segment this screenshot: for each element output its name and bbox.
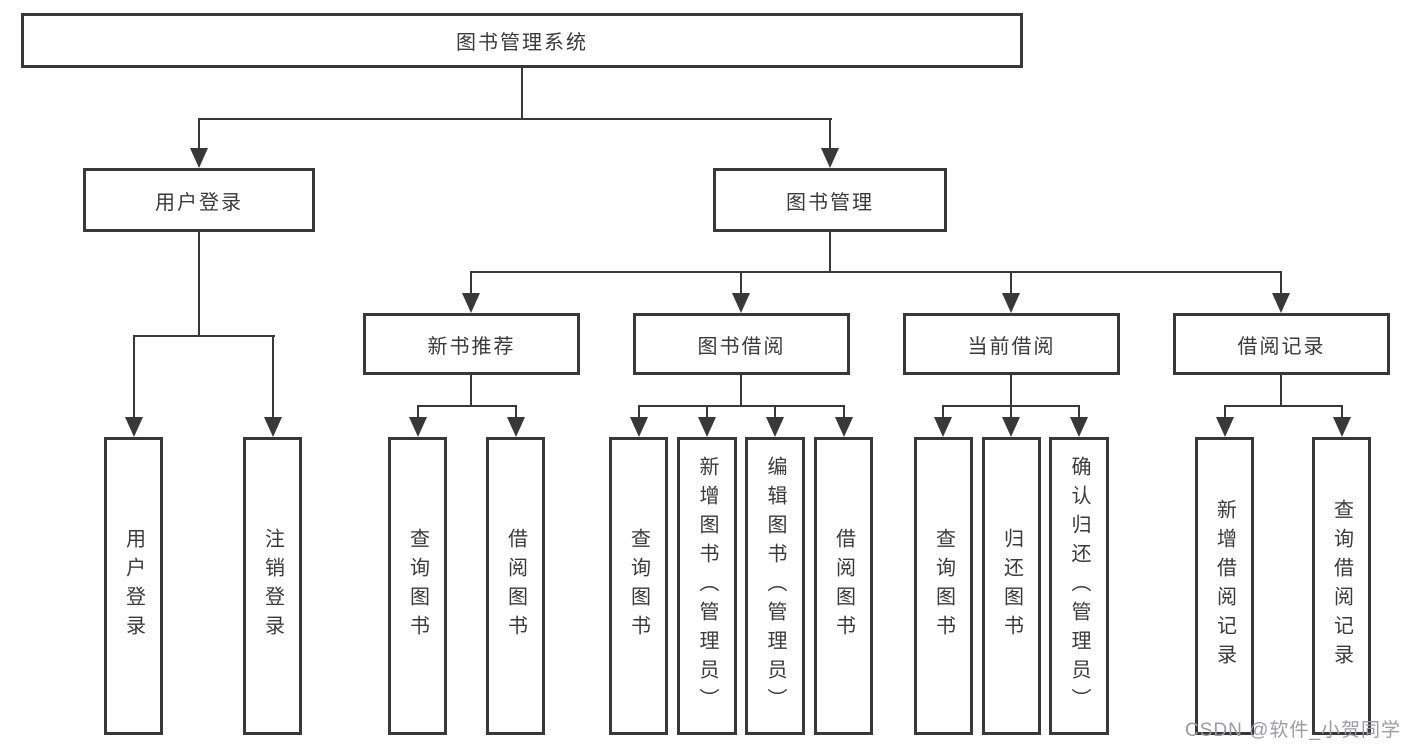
leaf-query-books-borrowing: 查询图书 xyxy=(609,437,668,735)
arrow-down-icon xyxy=(125,417,143,437)
arrow-down-icon xyxy=(1333,417,1351,437)
connector-line xyxy=(1341,406,1343,420)
node-label: 借阅记录 xyxy=(1237,335,1326,358)
connector-line xyxy=(638,405,845,407)
watermark: CSDN @软件_小贺同学 xyxy=(1185,720,1401,741)
connector-line xyxy=(1224,406,1226,420)
node-new-book-recommendation: 新书推荐 xyxy=(363,313,580,375)
leaf-user-login: 用户登录 xyxy=(104,437,163,735)
connector-line xyxy=(1224,405,1343,407)
node-label: 当前借阅 xyxy=(967,335,1056,358)
leaf-query-books-recommend: 查询图书 xyxy=(388,437,447,735)
arrow-down-icon xyxy=(507,417,525,437)
node-label: 查询图书 xyxy=(932,528,955,644)
connector-line xyxy=(133,335,275,337)
connector-line xyxy=(521,67,523,120)
node-label: 查询借阅记录 xyxy=(1330,499,1353,673)
node-label: 用户登录 xyxy=(155,191,243,214)
leaf-borrow-books: 借阅图书 xyxy=(814,437,873,735)
connector-line xyxy=(829,232,831,273)
arrow-down-icon xyxy=(1070,417,1088,437)
arrow-down-icon xyxy=(934,417,952,437)
connector-line xyxy=(740,375,742,407)
node-label: 新增借阅记录 xyxy=(1213,499,1236,673)
connector-line xyxy=(470,272,472,296)
node-label: 查询图书 xyxy=(627,528,650,644)
node-library-management-system: 图书管理系统 xyxy=(21,13,1023,68)
connector-line xyxy=(1280,375,1282,407)
connector-line xyxy=(470,271,1282,273)
connector-line xyxy=(740,272,742,296)
leaf-add-books-admin: 新增图书（管理员） xyxy=(677,437,737,735)
arrow-down-icon xyxy=(766,417,784,437)
node-label: 图书管理 xyxy=(786,191,874,214)
node-label: 借阅图书 xyxy=(504,528,527,644)
node-user-login: 用户登录 xyxy=(83,168,315,232)
connector-line xyxy=(1280,272,1282,296)
arrow-down-icon xyxy=(409,417,427,437)
arrow-down-icon xyxy=(630,417,648,437)
node-book-borrowing: 图书借阅 xyxy=(633,313,850,375)
connector-line xyxy=(942,405,1080,407)
connector-line xyxy=(843,406,845,420)
connector-line xyxy=(417,405,517,407)
leaf-return-books: 归还图书 xyxy=(982,437,1041,735)
node-label: 图书借阅 xyxy=(697,335,786,358)
arrow-down-icon xyxy=(1002,293,1020,313)
arrow-down-icon xyxy=(821,148,839,168)
node-label: 新书推荐 xyxy=(427,335,516,358)
arrow-down-icon xyxy=(264,417,282,437)
leaf-edit-books-admin: 编辑图书（管理员） xyxy=(745,437,805,735)
connector-line xyxy=(198,119,200,151)
connector-line xyxy=(417,406,419,420)
arrow-down-icon xyxy=(1002,417,1020,437)
connector-line xyxy=(1010,272,1012,296)
node-borrowing-records: 借阅记录 xyxy=(1173,313,1390,375)
leaf-confirm-return-admin: 确认归还（管理员） xyxy=(1049,437,1109,735)
node-label: 确认归还（管理员） xyxy=(1068,455,1090,717)
connector-line xyxy=(1010,406,1012,420)
arrow-down-icon xyxy=(190,148,208,168)
arrow-down-icon xyxy=(1216,417,1234,437)
arrow-down-icon xyxy=(1272,293,1290,313)
leaf-logout: 注销登录 xyxy=(243,437,302,735)
arrow-down-icon xyxy=(732,293,750,313)
connector-line xyxy=(829,119,831,151)
connector-line xyxy=(198,232,200,337)
node-label: 图书管理系统 xyxy=(456,32,588,54)
leaf-add-borrow-record: 新增借阅记录 xyxy=(1195,437,1254,735)
arrow-down-icon xyxy=(698,417,716,437)
arrow-down-icon xyxy=(835,417,853,437)
node-book-management: 图书管理 xyxy=(713,168,947,232)
node-label: 编辑图书（管理员） xyxy=(764,455,786,717)
connector-line xyxy=(515,406,517,420)
leaf-query-borrow-record: 查询借阅记录 xyxy=(1312,437,1371,735)
connector-line xyxy=(638,406,640,420)
connector-line xyxy=(1078,406,1080,420)
node-label: 用户登录 xyxy=(122,528,145,644)
node-label: 借阅图书 xyxy=(832,528,855,644)
leaf-query-books-current: 查询图书 xyxy=(914,437,973,735)
connector-line xyxy=(706,406,708,420)
connector-line xyxy=(198,118,832,120)
connector-line xyxy=(942,406,944,420)
node-label: 归还图书 xyxy=(1000,528,1023,644)
connector-line xyxy=(470,375,472,407)
node-label: 新增图书（管理员） xyxy=(696,455,718,717)
connector-line xyxy=(1010,375,1012,407)
node-current-borrowing: 当前借阅 xyxy=(903,313,1120,375)
connector-line xyxy=(272,336,274,419)
arrow-down-icon xyxy=(462,293,480,313)
connector-line xyxy=(774,406,776,420)
connector-line xyxy=(133,336,135,419)
leaf-borrow-books-recommend: 借阅图书 xyxy=(486,437,545,735)
node-label: 注销登录 xyxy=(261,528,284,644)
node-label: 查询图书 xyxy=(406,528,429,644)
